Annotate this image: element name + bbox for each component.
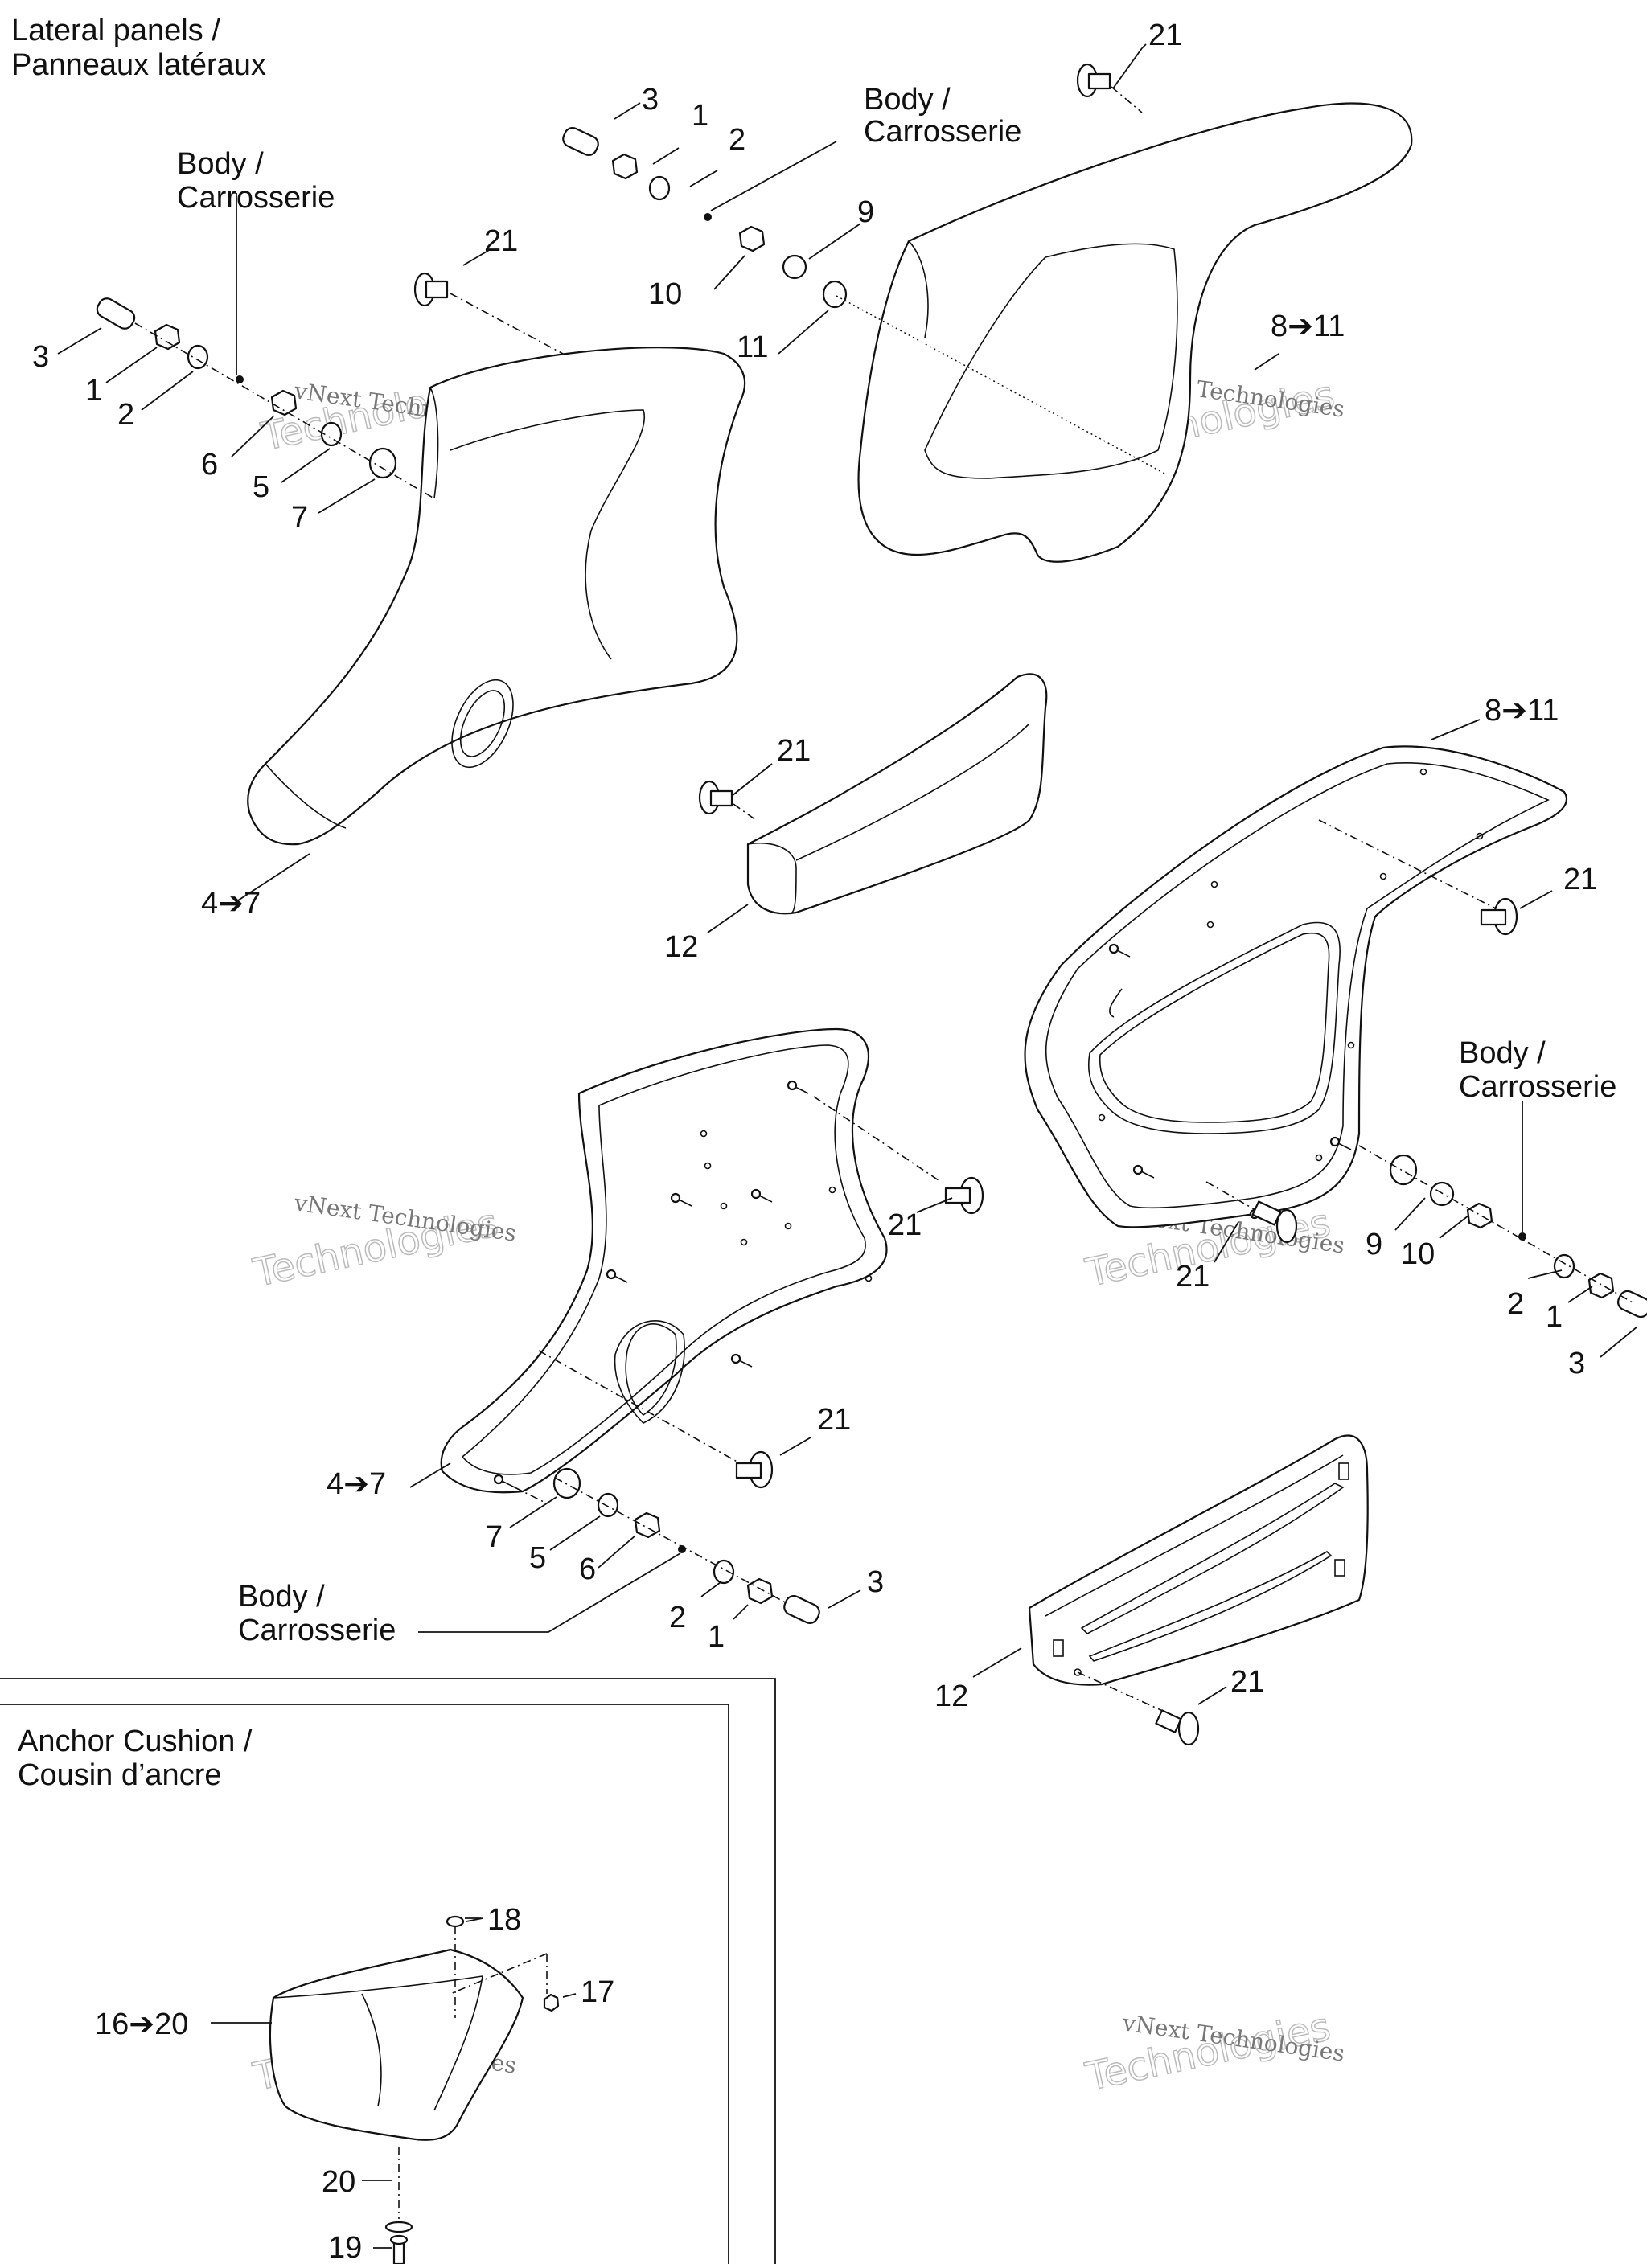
callout-11: 11 bbox=[737, 330, 768, 364]
small-cover-top bbox=[698, 673, 1048, 915]
svg-text:Carrosserie: Carrosserie bbox=[238, 1614, 396, 1647]
callout-9: 9 bbox=[857, 195, 874, 229]
body-label-top-right: Body / Carrosserie bbox=[864, 83, 1021, 149]
callout-1: 1 bbox=[692, 99, 708, 133]
svg-text:Carrosserie: Carrosserie bbox=[177, 181, 335, 215]
callout-numbers: 21 3 1 2 9 10 11 8➔11 21 3 1 2 6 5 7 4➔7… bbox=[32, 18, 1597, 2265]
callout-16-20: 16➔20 bbox=[95, 2008, 188, 2041]
callout-1: 1 bbox=[708, 1620, 725, 1654]
callout-8-11-a: 8➔11 bbox=[1271, 310, 1345, 343]
callout-6: 6 bbox=[579, 1552, 596, 1586]
callout-1: 1 bbox=[1546, 1300, 1563, 1334]
callout-4-7-a: 4➔7 bbox=[201, 887, 261, 921]
svg-text:Body /: Body / bbox=[238, 1580, 325, 1614]
svg-text:Carrosserie: Carrosserie bbox=[1459, 1070, 1616, 1104]
svg-text:Carrosserie: Carrosserie bbox=[864, 115, 1021, 149]
right-inner-screw-a bbox=[1480, 897, 1518, 936]
callout-19: 19 bbox=[328, 2231, 362, 2264]
callout-21: 21 bbox=[484, 224, 518, 258]
left-panel-hardware-bottom bbox=[552, 1467, 820, 1624]
right-panel-hardware-top bbox=[562, 63, 1167, 475]
callout-10: 10 bbox=[648, 277, 682, 311]
callout-12: 12 bbox=[934, 1679, 968, 1713]
callout-3: 3 bbox=[867, 1565, 884, 1599]
callout-4-7-b: 4➔7 bbox=[327, 1467, 386, 1501]
callout-21: 21 bbox=[1176, 1260, 1210, 1294]
callout-5: 5 bbox=[253, 470, 269, 504]
left-lateral-panel-outer bbox=[247, 347, 746, 846]
inner-panel-studs bbox=[493, 1080, 873, 1488]
svg-text:Cousin d’ancre: Cousin d’ancre bbox=[18, 1758, 221, 1792]
callout-7: 7 bbox=[486, 1520, 503, 1554]
callout-2: 2 bbox=[729, 123, 745, 157]
svg-text:Body /: Body / bbox=[1459, 1036, 1546, 1070]
callout-12: 12 bbox=[664, 930, 698, 964]
anchor-cushion-part bbox=[269, 1915, 560, 2266]
callout-6: 6 bbox=[201, 448, 218, 482]
anchor-cushion-title: Anchor Cushion / Cousin d’ancre bbox=[18, 1725, 253, 1792]
callout-21: 21 bbox=[777, 734, 811, 768]
callout-17: 17 bbox=[581, 1975, 614, 2009]
anchor-cushion-frame bbox=[0, 1678, 776, 2264]
callout-2: 2 bbox=[117, 398, 134, 432]
callout-21: 21 bbox=[1563, 863, 1597, 896]
svg-text:Body /: Body / bbox=[864, 83, 951, 117]
callout-21: 21 bbox=[1230, 1665, 1264, 1699]
body-label-right: Body / Carrosserie bbox=[1459, 1036, 1616, 1104]
small-cover-bottom bbox=[1028, 1434, 1369, 1746]
callout-3: 3 bbox=[1568, 1347, 1585, 1380]
callout-1: 1 bbox=[85, 374, 102, 408]
inner-panel-screw-b bbox=[735, 1450, 774, 1489]
callout-2: 2 bbox=[1507, 1287, 1524, 1321]
svg-text:Lateral panels /: Lateral panels / bbox=[11, 14, 220, 47]
right-panel-hardware-bottom bbox=[1358, 1145, 1647, 1319]
right-lateral-panel-inner bbox=[1024, 745, 1568, 1244]
inner-panel-screw-a bbox=[944, 1176, 984, 1215]
left-panel-hardware-top bbox=[96, 272, 564, 499]
svg-text:Anchor Cushion /: Anchor Cushion / bbox=[18, 1725, 253, 1758]
callout-21: 21 bbox=[817, 1403, 851, 1437]
callout-9: 9 bbox=[1366, 1228, 1382, 1261]
svg-text:Body /: Body / bbox=[177, 147, 264, 181]
right-lateral-panel-outer bbox=[857, 102, 1413, 563]
callout-7: 7 bbox=[291, 501, 308, 535]
body-label-bottom-left: Body / Carrosserie bbox=[238, 1580, 396, 1647]
callout-10: 10 bbox=[1401, 1237, 1435, 1271]
leader-lines bbox=[57, 43, 1638, 2249]
svg-text:Panneaux latéraux: Panneaux latéraux bbox=[11, 48, 266, 82]
callout-8-11-b: 8➔11 bbox=[1485, 694, 1559, 728]
body-label-top-left: Body / Carrosserie bbox=[177, 147, 335, 215]
callout-3: 3 bbox=[32, 340, 49, 374]
callout-18: 18 bbox=[487, 1903, 521, 1937]
watermark-6: Technologies vNext Technologies bbox=[1081, 2003, 1346, 2101]
watermark-3: Technologies vNext Technologies bbox=[248, 1189, 518, 1297]
callout-2: 2 bbox=[669, 1601, 686, 1634]
callout-20: 20 bbox=[322, 2165, 355, 2199]
callout-3: 3 bbox=[642, 83, 659, 117]
callout-5: 5 bbox=[529, 1541, 546, 1575]
callout-21: 21 bbox=[888, 1208, 922, 1242]
lateral-panels-title: Lateral panels / Panneaux latéraux bbox=[11, 14, 266, 82]
callout-21: 21 bbox=[1148, 18, 1182, 52]
right-inner-screw-b bbox=[1251, 1200, 1298, 1244]
left-lateral-panel-inner bbox=[440, 1027, 984, 1504]
